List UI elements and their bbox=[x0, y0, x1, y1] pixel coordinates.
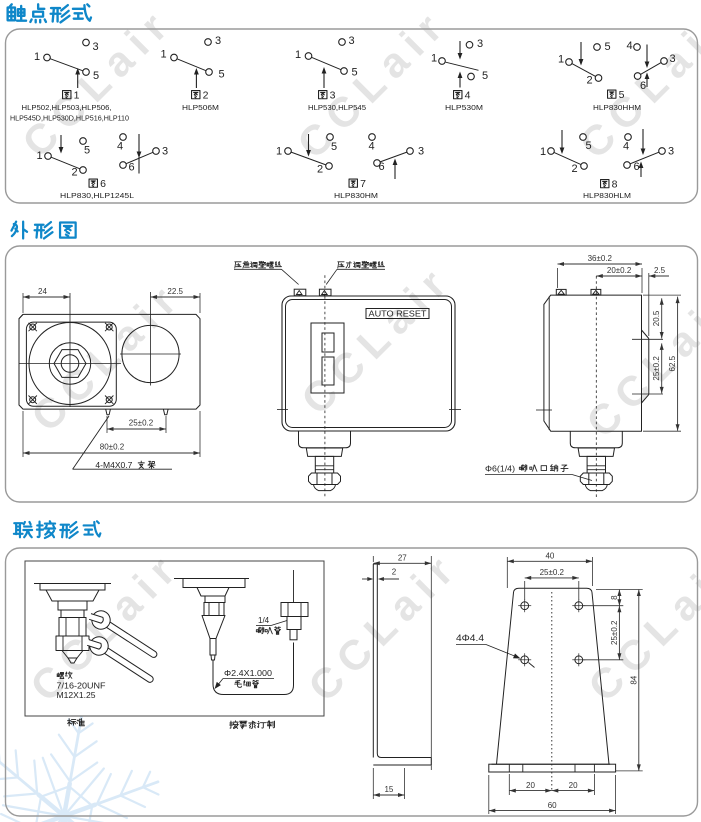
svg-text:3: 3 bbox=[162, 146, 168, 158]
svg-text:20: 20 bbox=[569, 781, 578, 790]
svg-text:5: 5 bbox=[619, 89, 625, 101]
svg-text:3: 3 bbox=[330, 90, 336, 102]
svg-text:2: 2 bbox=[317, 164, 323, 176]
svg-text:6: 6 bbox=[640, 80, 646, 92]
svg-text:3: 3 bbox=[348, 35, 354, 47]
svg-text:25±0.2: 25±0.2 bbox=[129, 419, 154, 428]
svg-text:3: 3 bbox=[669, 53, 675, 65]
svg-text:5: 5 bbox=[331, 141, 337, 153]
svg-text:AUTO RESET: AUTO RESET bbox=[369, 309, 427, 318]
svg-text:M12X1.25: M12X1.25 bbox=[57, 690, 96, 700]
svg-text:HLP502,HLP503,HLP506,: HLP502,HLP503,HLP506, bbox=[22, 103, 112, 112]
svg-text:4: 4 bbox=[626, 40, 632, 52]
svg-text:4-M4X0.7: 4-M4X0.7 bbox=[95, 461, 132, 470]
svg-text:6: 6 bbox=[633, 161, 639, 173]
svg-text:HLP830HLM: HLP830HLM bbox=[583, 191, 631, 200]
svg-text:2: 2 bbox=[571, 163, 577, 175]
svg-text:3: 3 bbox=[92, 41, 98, 53]
svg-text:1: 1 bbox=[34, 51, 40, 63]
svg-text:36±0.2: 36±0.2 bbox=[588, 254, 613, 263]
svg-text:5: 5 bbox=[218, 69, 224, 81]
svg-text:HLP530,HLP545: HLP530,HLP545 bbox=[308, 103, 366, 112]
svg-text:1: 1 bbox=[36, 150, 42, 162]
svg-text:5: 5 bbox=[84, 145, 90, 157]
svg-text:HLP506M: HLP506M bbox=[182, 103, 219, 112]
svg-text:5: 5 bbox=[604, 41, 610, 53]
svg-text:1: 1 bbox=[295, 49, 301, 61]
svg-text:20: 20 bbox=[526, 781, 535, 790]
svg-text:80±0.2: 80±0.2 bbox=[100, 443, 125, 452]
svg-text:1: 1 bbox=[74, 90, 80, 102]
svg-text:HLP830HM: HLP830HM bbox=[334, 191, 378, 200]
svg-text:27: 27 bbox=[398, 554, 407, 563]
svg-text:Φ6(1/4): Φ6(1/4) bbox=[485, 465, 515, 474]
svg-text:8: 8 bbox=[612, 179, 618, 191]
svg-text:6: 6 bbox=[378, 161, 384, 173]
svg-text:40: 40 bbox=[545, 552, 554, 561]
svg-text:4: 4 bbox=[117, 141, 123, 153]
svg-text:4Φ4.4: 4Φ4.4 bbox=[456, 633, 484, 643]
svg-text:24: 24 bbox=[38, 287, 47, 296]
svg-text:5: 5 bbox=[93, 70, 99, 82]
svg-text:HLP830,HLP1245L: HLP830,HLP1245L bbox=[60, 191, 134, 200]
svg-text:15: 15 bbox=[384, 785, 393, 794]
svg-text:6: 6 bbox=[128, 162, 134, 174]
svg-text:6: 6 bbox=[100, 178, 106, 190]
svg-text:25±0.2: 25±0.2 bbox=[652, 356, 661, 381]
svg-text:1/4: 1/4 bbox=[258, 616, 270, 625]
svg-text:2.5: 2.5 bbox=[654, 266, 666, 275]
svg-text:1: 1 bbox=[276, 146, 282, 158]
svg-text:5: 5 bbox=[482, 70, 488, 82]
svg-text:22.5: 22.5 bbox=[167, 287, 183, 296]
svg-text:84: 84 bbox=[629, 675, 638, 684]
svg-text:3: 3 bbox=[477, 38, 483, 50]
svg-text:2: 2 bbox=[71, 167, 77, 179]
svg-text:20±0.2: 20±0.2 bbox=[607, 266, 632, 275]
svg-text:62.5: 62.5 bbox=[668, 355, 677, 371]
svg-text:1: 1 bbox=[431, 53, 437, 65]
svg-text:5: 5 bbox=[351, 67, 357, 79]
svg-text:8: 8 bbox=[610, 595, 619, 600]
svg-text:2: 2 bbox=[203, 90, 209, 102]
svg-text:7/16-20UNF: 7/16-20UNF bbox=[57, 681, 106, 691]
svg-text:60: 60 bbox=[548, 801, 557, 810]
svg-text:HLP830HHM: HLP830HHM bbox=[593, 103, 641, 112]
svg-text:25±0.2: 25±0.2 bbox=[610, 620, 619, 645]
svg-text:3: 3 bbox=[418, 146, 424, 158]
svg-text:4: 4 bbox=[465, 90, 471, 102]
svg-text:4: 4 bbox=[623, 141, 629, 153]
svg-text:HLP545D,HLP530D,HLP516,HLP110: HLP545D,HLP530D,HLP516,HLP110 bbox=[10, 114, 129, 123]
svg-text:1: 1 bbox=[558, 54, 564, 66]
svg-text:25±0.2: 25±0.2 bbox=[540, 568, 565, 577]
svg-text:1: 1 bbox=[540, 146, 546, 158]
svg-text:2: 2 bbox=[392, 568, 397, 577]
svg-text:2: 2 bbox=[586, 75, 592, 87]
svg-text:4: 4 bbox=[368, 141, 374, 153]
svg-text:5: 5 bbox=[585, 140, 591, 152]
svg-text:3: 3 bbox=[668, 146, 674, 158]
svg-text:1: 1 bbox=[160, 49, 166, 61]
svg-text:Φ2.4X1.000: Φ2.4X1.000 bbox=[224, 669, 273, 678]
svg-text:7: 7 bbox=[360, 178, 366, 190]
svg-text:3: 3 bbox=[215, 35, 221, 47]
svg-text:20.5: 20.5 bbox=[652, 310, 661, 326]
svg-text:HLP530M: HLP530M bbox=[445, 103, 483, 112]
